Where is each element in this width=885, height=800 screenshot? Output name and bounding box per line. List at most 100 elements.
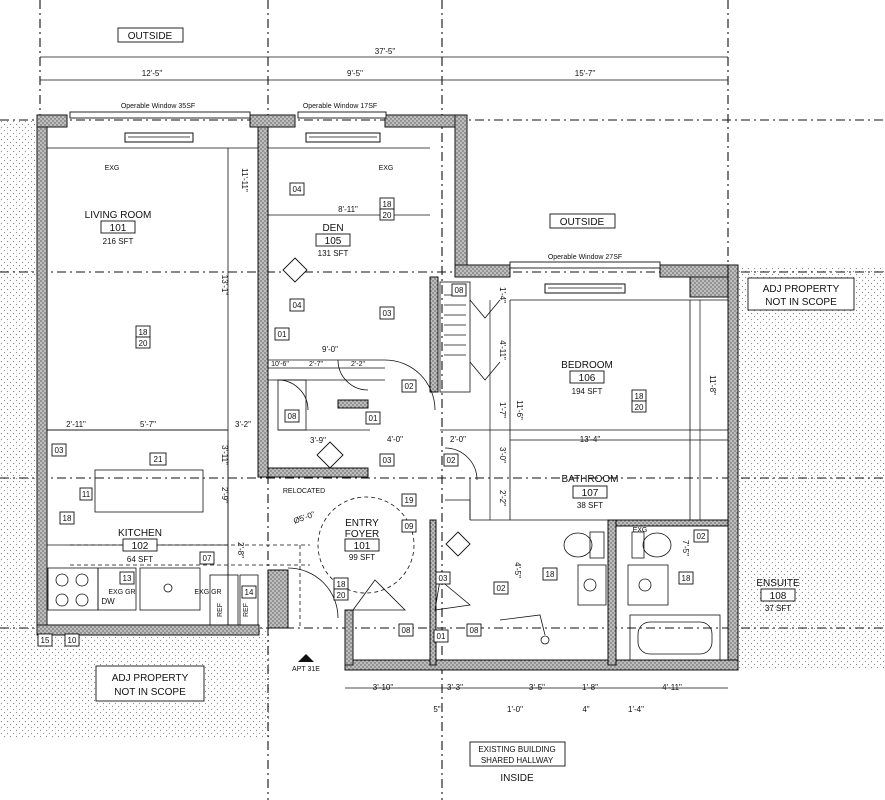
dim-9-0: 9'-0" [322, 345, 338, 354]
room-name: ENTRY [345, 518, 379, 529]
room-entry-foyer: ENTRY FOYER 101 99 SFT [344, 518, 380, 562]
windows [69, 111, 661, 294]
dim-11-11: 11'-11" [240, 168, 249, 192]
tag-08: 08 [455, 286, 464, 295]
dim-3-0: 3'-0" [498, 447, 507, 463]
relocated-label: RELOCATED [283, 488, 325, 495]
tag-14: 14 [245, 588, 254, 597]
exg-label: EXG [379, 165, 394, 172]
interior-lines [47, 147, 728, 661]
room-area: 194 SFT [572, 387, 603, 396]
ref-label: REF [217, 603, 224, 617]
exg-label: EXG [633, 527, 648, 534]
bottom-sub-2: 1'-0" [507, 705, 523, 714]
tag-01: 01 [437, 632, 446, 641]
dim-11-8: 11'-8" [708, 375, 717, 395]
room-name: KITCHEN [118, 528, 162, 539]
tag-19: 19 [405, 496, 414, 505]
bottom-dim-1: 3'-10" [373, 683, 394, 692]
dimension-lines [40, 56, 728, 689]
svg-text:18: 18 [635, 392, 644, 401]
dim-2-0: 2'-0" [450, 435, 466, 444]
adj-right-box [747, 277, 855, 311]
tag-07: 07 [203, 554, 212, 563]
room-name: LIVING ROOM [85, 210, 152, 221]
dim-3-11: 3'-11" [220, 445, 229, 465]
dim-den-width: 8'-11" [338, 205, 358, 214]
bottom-dim-5: 4'-11" [662, 683, 682, 692]
inside-label: INSIDE [500, 773, 534, 784]
dim-7-5: 7'-5" [681, 540, 690, 556]
tag-09: 09 [405, 522, 414, 531]
room-ensuite: ENSUITE 108 37 SFT [756, 578, 800, 613]
diamond-marker-icons [282, 257, 471, 557]
svg-text:20: 20 [139, 339, 148, 348]
keynote-tags: 04 04 01 01 01 03 03 03 03 02 02 02 02 0… [37, 182, 709, 647]
adj-left-line2: NOT IN SCOPE [114, 687, 186, 698]
dim-1-4: 1'-4" [498, 287, 507, 303]
bottom-sub-1: 5" [433, 705, 440, 714]
svg-text:20: 20 [383, 211, 392, 220]
room-bathroom: BATHROOM 107 38 SFT [561, 474, 618, 510]
adj-left-box [95, 665, 205, 702]
adj-property-left-strip [0, 120, 37, 630]
hallway-line1: EXISTING BUILDING [478, 745, 555, 754]
tag-15: 15 [41, 636, 50, 645]
exg-gr-label: EXG GR [108, 589, 135, 596]
tag-01: 01 [278, 330, 287, 339]
room-number: 101 [354, 541, 371, 552]
overall-dimension: 37'-5" [375, 47, 396, 56]
dw-label: DW [101, 597, 115, 606]
dim-2-7: 2'-7" [309, 361, 323, 368]
bottom-sub-4: 1'-4" [628, 705, 644, 714]
room-number: 101 [110, 223, 127, 234]
room-area: 216 SFT [103, 237, 134, 246]
outside-top-box [117, 27, 184, 43]
svg-text:18: 18 [139, 328, 148, 337]
dimension-seg2: 9'-5" [347, 69, 363, 78]
room-name: ENSUITE [756, 578, 800, 589]
dim-10-6: 10'-6" [271, 361, 289, 368]
tag-11: 11 [82, 490, 91, 499]
tag-18: 18 [682, 574, 691, 583]
room-name-2: FOYER [345, 529, 379, 540]
room-area: 99 SFT [349, 553, 375, 562]
dimension-seg3: 15'-7" [575, 69, 596, 78]
exg-label: EXG [105, 165, 120, 172]
adj-left-line1: ADJ PROPERTY [112, 673, 189, 684]
room-number: 102 [132, 541, 149, 552]
tag-18: 18 [63, 514, 72, 523]
bottom-dim-3: 3'-5" [529, 683, 545, 692]
dim-1-7: 1'-7" [498, 402, 507, 418]
room-name: BEDROOM [561, 360, 613, 371]
dim-2-11: 2'-11" [66, 420, 86, 429]
tag-13: 13 [123, 574, 132, 583]
svg-text:18: 18 [383, 200, 392, 209]
tag-01: 01 [369, 414, 378, 423]
svg-text:20: 20 [337, 591, 346, 600]
tag-02: 02 [447, 456, 456, 465]
outside-right-label: OUTSIDE [560, 217, 605, 228]
dim-dia-5-0: Ø5'-0" [292, 510, 316, 526]
room-number: 107 [582, 488, 599, 499]
dim-2-9: 2'-9" [220, 487, 229, 503]
tag-03: 03 [383, 456, 392, 465]
tag-10: 10 [68, 636, 77, 645]
room-bedroom: BEDROOM 106 194 SFT [561, 360, 613, 396]
room-area: 37 SFT [765, 604, 791, 613]
exg-gr-label: EXG GR [194, 589, 221, 596]
dim-4-0: 4'-0" [387, 435, 403, 444]
tag-03: 03 [383, 309, 392, 318]
room-area: 131 SFT [318, 249, 349, 258]
dim-4-5: 4'-5" [513, 562, 522, 578]
room-area: 38 SFT [577, 501, 603, 510]
room-area: 64 SFT [127, 555, 153, 564]
adj-right-line1: ADJ PROPERTY [763, 284, 840, 295]
tag-21: 21 [154, 455, 163, 464]
window-den-label: Operable Window 17SF [303, 103, 377, 110]
tag-02: 02 [405, 382, 414, 391]
dim-2-2-v: 2'-2" [498, 490, 507, 506]
tag-18: 18 [546, 570, 555, 579]
room-number: 108 [770, 591, 787, 602]
room-kitchen: KITCHEN 102 64 SFT [118, 528, 162, 564]
